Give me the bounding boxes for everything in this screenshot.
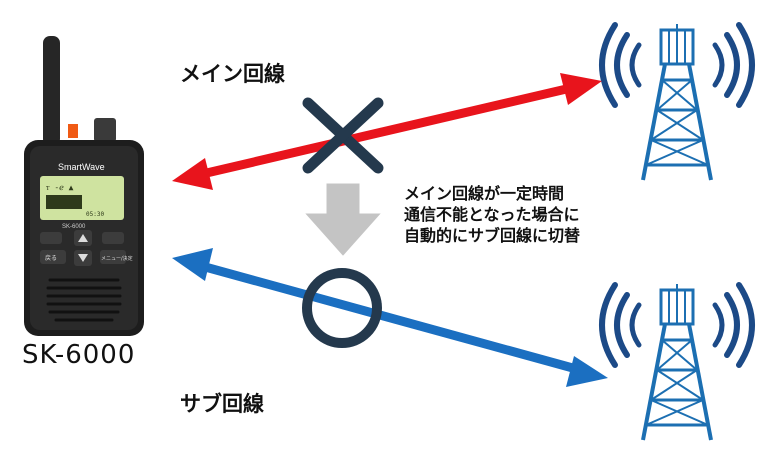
main-line-label: メイン回線	[180, 62, 285, 86]
description-line: 自動的にサブ回線に切替	[404, 226, 581, 245]
down-arrow-icon	[298, 180, 388, 261]
radio-brand: SmartWave	[58, 162, 105, 172]
cross-mark-icon	[302, 97, 384, 174]
radio-tower-icon	[602, 24, 752, 180]
svg-text:05:30: 05:30	[86, 211, 104, 218]
failover-description: メイン回線が一定時間 通信不能となった場合に 自動的にサブ回線に切替	[404, 183, 580, 246]
main-line-arrow	[172, 73, 602, 190]
sub-line-label: サブ回線	[180, 392, 264, 416]
description-line: メイン回線が一定時間	[404, 184, 565, 203]
walkie-talkie-icon: SmartWave ᴛ -ℯ ▲ 05:30 SK-6000 戻る メニュー/決…	[24, 36, 144, 336]
description-line: 通信不能となった場合に	[404, 205, 580, 224]
radio-menu-button-label: メニュー/決定	[101, 255, 133, 262]
sub-line-arrow	[172, 248, 608, 387]
radio-back-button-label: 戻る	[45, 254, 57, 262]
radio-screen-model: SK-6000	[62, 224, 86, 230]
svg-text:ᴛ -ℯ ▲: ᴛ -ℯ ▲	[46, 183, 74, 192]
circle-mark-icon	[302, 268, 382, 348]
model-label: SK-6000	[22, 340, 136, 370]
radio-tower-icon	[602, 284, 752, 440]
